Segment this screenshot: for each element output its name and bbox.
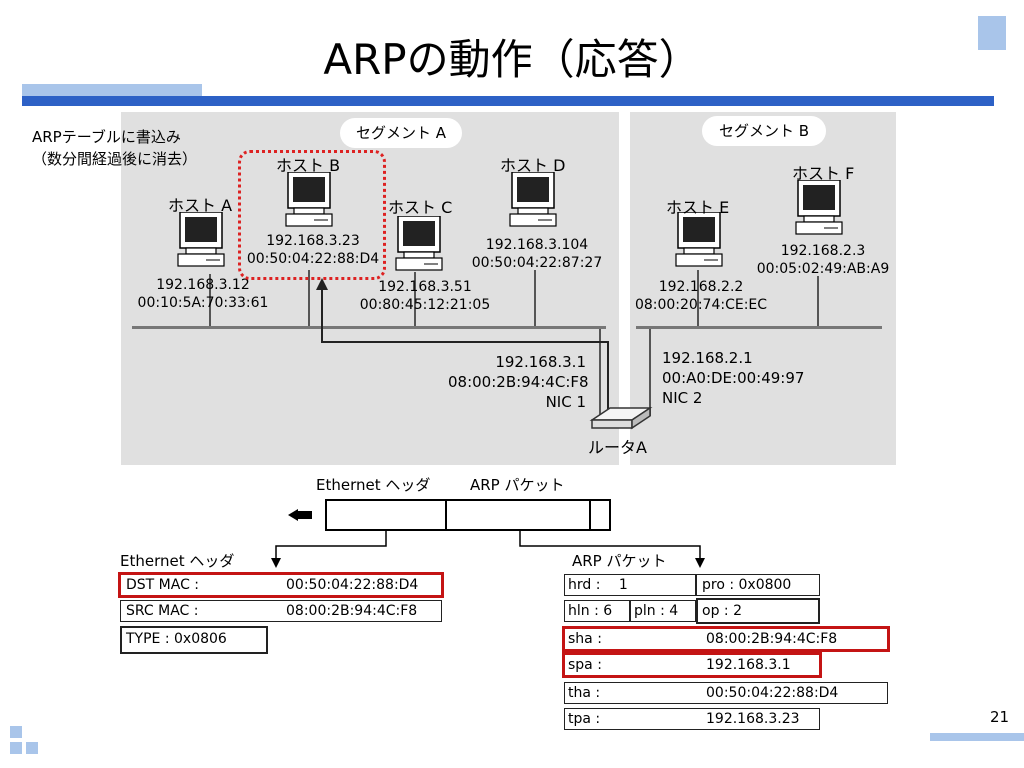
eth-header-table: DST MAC : 00:50:04:22:88:D4 SRC MAC : 08…: [118, 572, 444, 656]
title-bar-accent: [22, 84, 202, 96]
arp-table-note: ARPテーブルに書込み （数分間経過後に消去）: [32, 126, 197, 170]
arp-spa-highlight: [562, 652, 822, 678]
host-f-label: ホスト F: [792, 164, 855, 183]
computer-icon-host-c: [395, 216, 443, 271]
host-f-mac: 00:05:02:49:AB:A9: [756, 261, 890, 277]
arp-sha: 08:00:2B:94:4C:F8: [706, 631, 838, 647]
frame-arp-label: ARP パケット: [470, 476, 565, 494]
computer-icon-host-f: [795, 180, 843, 235]
host-c-address: 192.168.3.51 00:80:45:12:21:05: [350, 278, 500, 314]
host-e-mac: 08:00:20:74:CE:EC: [634, 297, 768, 313]
segment-a-label: セグメント A: [340, 118, 462, 148]
eth-header-title: Ethernet ヘッダ: [120, 552, 235, 570]
eth-dst-value: 00:50:04:22:88:D4: [286, 577, 419, 593]
note-line-1: ARPテーブルに書込み: [32, 128, 181, 146]
arp-tha-box: [564, 682, 888, 704]
page-title: ARPの動作（応答）: [323, 35, 701, 84]
host-f-address: 192.168.2.3 00:05:02:49:AB:A9: [752, 242, 894, 278]
arp-op: op : 2: [702, 603, 742, 619]
nic2-ip: 192.168.2.1: [662, 349, 753, 367]
arp-hln-box: [564, 600, 630, 622]
corner-deco-bottom: [10, 726, 50, 766]
nic1-mac: 08:00:2B:94:4C:F8: [448, 373, 589, 391]
host-b-mac: 00:50:04:22:88:D4: [246, 251, 380, 267]
eth-src-value: 08:00:2B:94:4C:F8: [286, 603, 418, 619]
host-c-label: ホスト C: [388, 198, 453, 217]
eth-dst-highlight: [118, 572, 444, 598]
arp-pln-box: [630, 600, 696, 622]
frame-eth-label: Ethernet ヘッダ: [316, 476, 431, 494]
page-number-bar: [930, 733, 1024, 741]
arp-tpa-key: tpa :: [568, 711, 601, 727]
host-d-label: ホスト D: [500, 156, 566, 175]
computer-icon-host-b: [285, 172, 333, 227]
arp-packet-table: hrd : 1 pro : 0x0800 hln : 6 pln : 4 op …: [562, 574, 894, 734]
host-d-mac: 00:50:04:22:87:27: [471, 255, 603, 271]
host-e-label: ホスト E: [666, 198, 730, 217]
page-number: 21: [990, 708, 1010, 726]
nic2-name: NIC 2: [662, 389, 703, 407]
arp-tha: 00:50:04:22:88:D4: [706, 685, 839, 701]
host-d-ip: 192.168.3.104: [485, 237, 589, 253]
host-a-ip: 192.168.3.12: [156, 277, 250, 293]
eth-type: TYPE : 0x0806: [126, 631, 227, 647]
host-d-address: 192.168.3.104 00:50:04:22:87:27: [462, 236, 612, 272]
eth-src-key: SRC MAC :: [126, 603, 199, 619]
arp-spa-key: spa :: [568, 657, 602, 673]
arp-pro: pro : 0x0800: [702, 577, 792, 593]
computer-icon-host-a: [177, 212, 225, 267]
host-e-ip: 192.168.2.2: [658, 279, 744, 295]
eth-row-src: [120, 600, 442, 622]
arp-hln: hln : 6: [568, 603, 613, 619]
title-bar: [22, 96, 994, 106]
host-c-mac: 00:80:45:12:21:05: [359, 297, 491, 313]
nic2-mac: 00:A0:DE:00:49:97: [662, 369, 805, 387]
arp-spa: 192.168.3.1: [706, 657, 791, 673]
arp-sha-highlight: [562, 626, 890, 652]
arp-pln: pln : 4: [634, 603, 679, 619]
arp-tpa: 192.168.3.23: [706, 711, 800, 727]
router-label: ルータA: [588, 438, 647, 457]
computer-icon-host-d: [509, 172, 557, 227]
router-nic1: 192.168.3.1 08:00:2B:94:4C:F8 NIC 1: [448, 352, 589, 412]
nic1-ip: 192.168.3.1: [495, 353, 586, 371]
arp-tpa-box: [564, 708, 820, 730]
router-nic2: 192.168.2.1 00:A0:DE:00:49:97 NIC 2: [662, 348, 805, 408]
arp-hrd: hrd : 1: [568, 577, 628, 593]
arp-sha-key: sha :: [568, 631, 602, 647]
arp-packet-title: ARP パケット: [572, 552, 667, 570]
segment-b-label: セグメント B: [702, 116, 826, 146]
host-a-label: ホスト A: [168, 196, 233, 215]
host-b-highlight: [238, 150, 386, 280]
arp-op-box: [696, 598, 820, 624]
host-b-address: 192.168.3.23 00:50:04:22:88:D4: [240, 232, 386, 268]
note-line-2: （数分間経過後に消去）: [32, 150, 198, 168]
arp-hrd-box: [564, 574, 696, 596]
corner-deco-top: [978, 16, 1006, 50]
arp-pro-box: [696, 574, 820, 596]
eth-row-type: [120, 626, 268, 654]
host-a-mac: 00:10:5A:70:33:61: [137, 295, 269, 311]
host-f-ip: 192.168.2.3: [780, 243, 866, 259]
nic1-name: NIC 1: [545, 393, 586, 411]
host-e-address: 192.168.2.2 08:00:20:74:CE:EC: [632, 278, 770, 314]
host-c-ip: 192.168.3.51: [378, 279, 472, 295]
eth-dst-key: DST MAC :: [126, 577, 200, 593]
arp-tha-key: tha :: [568, 685, 601, 701]
host-b-ip: 192.168.3.23: [266, 233, 360, 249]
computer-icon-host-e: [675, 212, 723, 267]
host-b-label: ホスト B: [276, 156, 341, 175]
host-a-address: 192.168.3.12 00:10:5A:70:33:61: [128, 276, 278, 312]
segment-b-panel: [630, 112, 896, 465]
